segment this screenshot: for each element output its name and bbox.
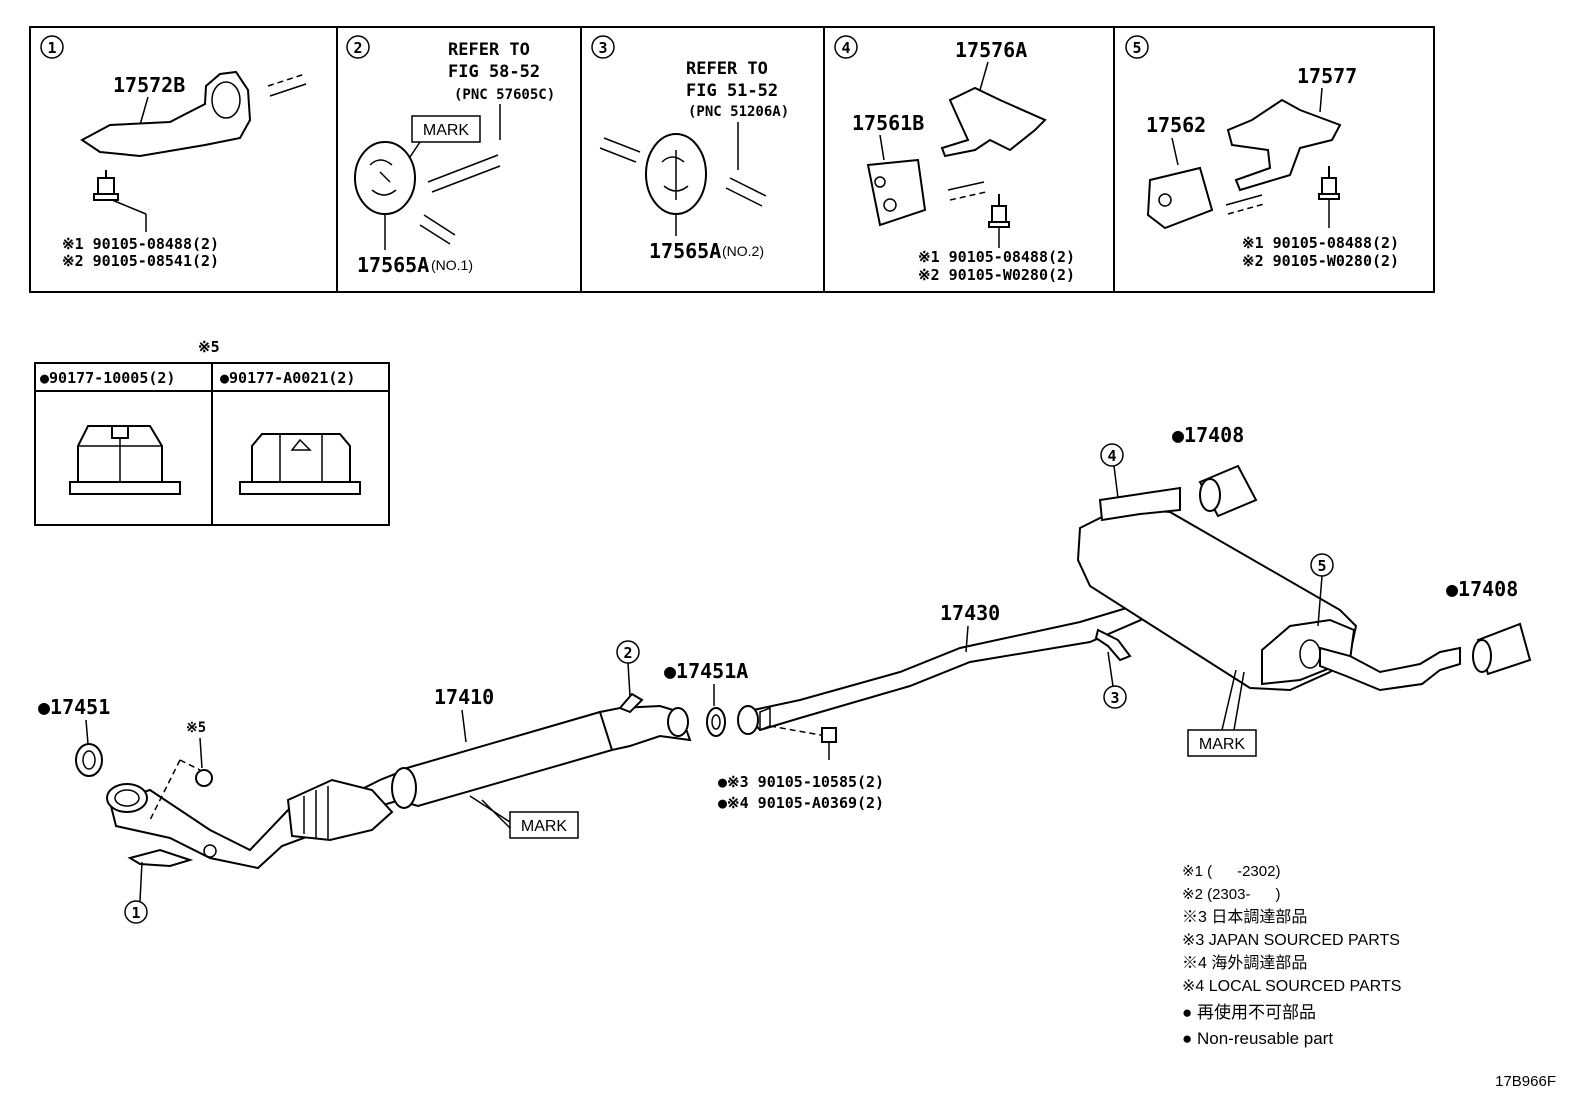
catalytic-converter — [286, 778, 394, 842]
label-17408-lower: ●17408 — [1446, 577, 1518, 601]
bracket-17577 — [1226, 98, 1342, 192]
panel-5: 5 17577 17562 ※1 90105-08488(2) ※2 90105… — [1125, 35, 1399, 270]
mark-box-1 — [509, 811, 579, 839]
nut-90177-a0021 — [239, 433, 361, 495]
panel-4-number: 4 — [841, 39, 850, 57]
label-bolt-4: ●※4 90105-A0369(2) — [718, 794, 884, 812]
panel-4-part-b: 17561B — [852, 111, 924, 135]
label-mark-1: MARK — [521, 818, 568, 835]
label-bolt-3: ●※3 90105-10585(2) — [718, 773, 884, 791]
center-pipe-17430 — [737, 602, 1152, 760]
bracket-3 — [1094, 628, 1132, 662]
panel-3-number: 3 — [598, 39, 607, 57]
panel-5-bolt-2: ※2 90105-W0280(2) — [1242, 252, 1399, 270]
label-17451a: ●17451A — [664, 659, 748, 683]
label-17408-upper: ●17408 — [1172, 423, 1244, 447]
label-17410: 17410 — [434, 685, 494, 709]
panel-1-number: 1 — [47, 39, 56, 57]
legend-4: ※3 JAPAN SOURCED PARTS — [1182, 932, 1400, 949]
panel-5-number: 5 — [1132, 39, 1141, 57]
hanger-17561b — [866, 158, 927, 227]
callout-5: 5 — [1317, 557, 1326, 575]
panel-4: 4 17576A 17561B ※1 90105-08488(2) ※2 901… — [834, 35, 1075, 284]
panel-5-part-a: 17577 — [1297, 64, 1357, 88]
callout-4: 4 — [1107, 447, 1116, 465]
panel-2-mark-box — [411, 115, 481, 143]
label-note5: ※5 — [186, 720, 206, 736]
front-pipe-17410 — [106, 692, 692, 870]
nut-note5 — [195, 769, 213, 787]
nut-table-col1: ●90177-10005(2) — [40, 369, 175, 387]
panel-2-refer-2: FIG 58-52 — [448, 62, 540, 82]
panel-frame — [29, 26, 1435, 293]
panel-5-bolt-1: ※1 90105-08488(2) — [1242, 234, 1399, 252]
legend-5: ※4 海外調達部品 — [1182, 954, 1307, 972]
panel-3: 3 REFER TO FIG 51-52 (PNC 51206A) 17565A… — [591, 35, 789, 263]
legend-7: ● 再使用不可部品 — [1182, 1002, 1316, 1022]
legend: ※1 ( -2302) ※2 (2303- ) ※3 日本調達部品 ※3 JAP… — [1182, 863, 1401, 1048]
mark-box-2 — [1187, 729, 1257, 757]
legend-1: ※1 ( -2302) — [1182, 863, 1280, 880]
panel-1-bolt-1: ※1 90105-08488(2) — [62, 235, 219, 253]
callout-3: 3 — [1110, 689, 1119, 707]
panel-3-refer-2: FIG 51-52 — [686, 81, 778, 101]
nut-table-col2: ●90177-A0021(2) — [220, 369, 355, 387]
panel-4-bolt-2: ※2 90105-W0280(2) — [918, 266, 1075, 284]
tail-tip-17408-lower — [1472, 622, 1532, 676]
panel-2-part: 17565A — [357, 253, 429, 277]
gasket-17451a — [706, 707, 726, 737]
muffler-body-17410 — [398, 710, 613, 808]
legend-6: ※4 LOCAL SOURCED PARTS — [1182, 978, 1401, 995]
panel-2-mark: MARK — [423, 122, 470, 139]
nut-90177-10005 — [69, 425, 181, 495]
label-17451: ●17451 — [38, 695, 110, 719]
panel-4-bolt-1: ※1 90105-08488(2) — [918, 248, 1075, 266]
panel-4-part-a: 17576A — [955, 38, 1027, 62]
nut-table: ※5 ●90177-10005(2) ●90177-A0021(2) — [34, 338, 390, 526]
panel-2-refer-1: REFER TO — [448, 40, 530, 60]
label-17430: 17430 — [940, 601, 1000, 625]
diagram-code: 17B966F — [1495, 1073, 1556, 1090]
legend-2: ※2 (2303- ) — [1182, 886, 1280, 903]
nut-table-note: ※5 — [198, 338, 220, 356]
legend-3: ※3 日本調達部品 — [1182, 908, 1307, 926]
bracket-17576a — [940, 86, 1047, 158]
panel-2-number: 2 — [353, 39, 362, 57]
bracket-1 — [127, 848, 194, 868]
panel-3-refer-pnc: (PNC 51206A) — [688, 104, 789, 120]
tail-tip-17408-upper — [1198, 464, 1258, 518]
panel-1-bolt-2: ※2 90105-08541(2) — [62, 252, 219, 270]
panel-2-suffix: (NO.1) — [431, 257, 473, 273]
panel-5-part-b: 17562 — [1146, 113, 1206, 137]
legend-8: ● Non-reusable part — [1182, 1029, 1333, 1048]
panel-3-suffix: (NO.2) — [722, 243, 764, 259]
callout-2: 2 — [623, 644, 632, 662]
bracket-5 — [1261, 618, 1356, 686]
panel-3-part: 17565A — [649, 239, 721, 263]
bracket-4 — [1098, 486, 1181, 522]
panel-2-refer-pnc: (PNC 57605C) — [454, 87, 555, 103]
bracket-17572b — [80, 70, 252, 158]
panel-1-part: 17572B — [113, 73, 185, 97]
panel-3-refer-1: REFER TO — [686, 59, 768, 79]
label-mark-2: MARK — [1199, 736, 1246, 753]
hanger-17562 — [1146, 166, 1214, 230]
gasket-17451 — [75, 743, 103, 777]
panel-1: 1 17572B ※1 90105-08488(2) ※2 90105-0854… — [40, 35, 307, 270]
main-muffler — [1076, 486, 1461, 692]
panel-2: 2 REFER TO FIG 58-52 (PNC 57605C) MARK 1… — [346, 35, 555, 277]
callout-1: 1 — [131, 904, 140, 922]
